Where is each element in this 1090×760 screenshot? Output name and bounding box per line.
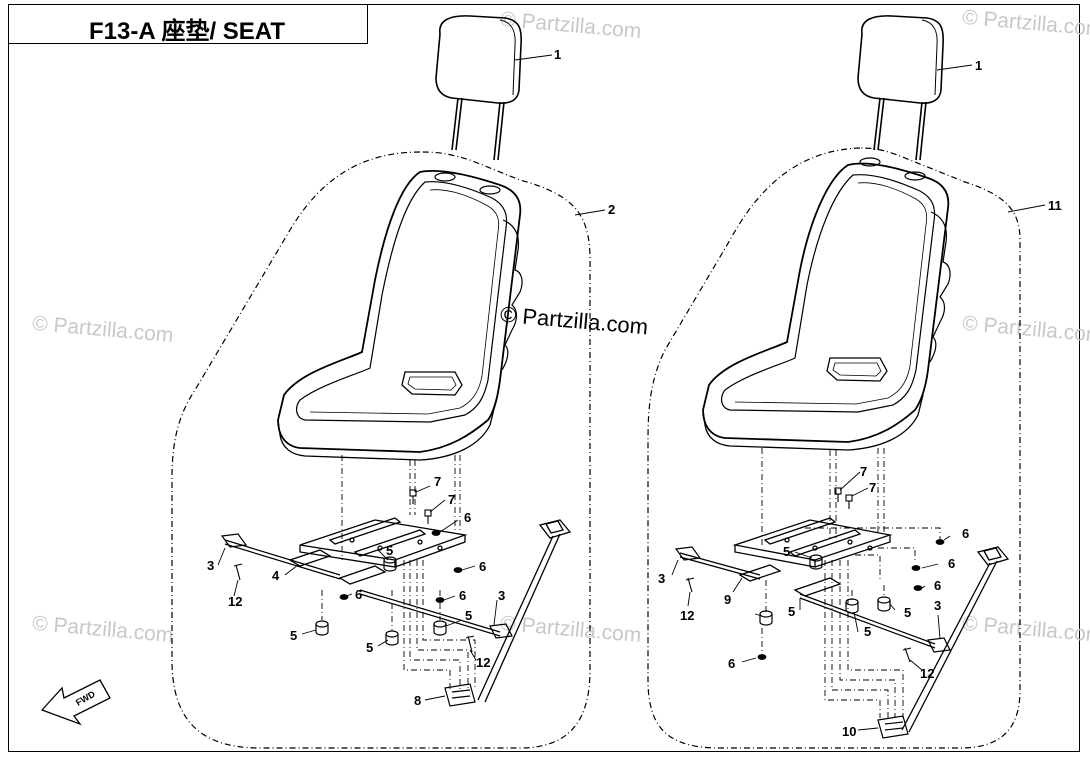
callout-9: 9 xyxy=(724,592,731,607)
callout-2: 2 xyxy=(608,202,615,217)
slide-rod xyxy=(220,533,513,639)
seat-shell xyxy=(277,169,523,461)
callout-8: 8 xyxy=(414,693,421,708)
screw xyxy=(685,577,912,663)
diagram-frame xyxy=(8,4,1080,752)
nut xyxy=(339,530,463,603)
callout-3: 3 xyxy=(934,598,941,613)
assembly-lines xyxy=(321,455,476,690)
callout-6: 6 xyxy=(355,587,362,602)
seat-shell xyxy=(702,157,951,451)
headrest xyxy=(435,15,523,161)
callout-6: 6 xyxy=(459,588,466,603)
bolt xyxy=(834,487,853,509)
callout-7: 7 xyxy=(434,474,441,489)
assembly-lines xyxy=(761,448,941,718)
callout-6: 6 xyxy=(479,559,486,574)
bushing xyxy=(315,556,447,646)
callout-7: 7 xyxy=(869,480,876,495)
screw xyxy=(233,563,475,653)
callout-7: 7 xyxy=(860,464,867,479)
callout-6: 6 xyxy=(464,510,471,525)
seat-assembly-boundary xyxy=(171,151,591,749)
callout-12: 12 xyxy=(228,594,242,609)
callout-5: 5 xyxy=(465,608,472,623)
callout-4: 4 xyxy=(272,568,280,583)
callout-6: 6 xyxy=(934,578,941,593)
callout-12: 12 xyxy=(920,666,934,681)
callout-leaders xyxy=(217,54,606,701)
callout-3: 3 xyxy=(207,558,214,573)
bushing xyxy=(759,554,891,626)
callout-6: 6 xyxy=(962,526,969,541)
callout-3: 3 xyxy=(658,571,665,586)
forward-arrow xyxy=(40,679,111,726)
title-box: F13-A 座垫/ SEAT xyxy=(8,4,368,45)
callout-5: 5 xyxy=(783,544,790,559)
seat-slide-bracket xyxy=(732,517,893,597)
diagram-title: F13-A 座垫/ SEAT xyxy=(89,18,286,45)
seat-belt-strap xyxy=(901,546,1010,733)
bolt xyxy=(409,489,432,524)
seat-slide-bracket xyxy=(288,517,468,585)
callout-5: 5 xyxy=(788,604,795,619)
slide-rod xyxy=(674,546,951,653)
callout-5: 5 xyxy=(864,624,871,639)
callout-1: 1 xyxy=(975,58,982,73)
buckle-assembly xyxy=(444,683,476,707)
callout-6: 6 xyxy=(948,556,955,571)
callout-12: 12 xyxy=(476,655,490,670)
callout-5: 5 xyxy=(386,543,393,558)
seat-assembly-boundary xyxy=(647,147,1021,749)
callout-5: 5 xyxy=(904,605,911,620)
callout-1: 1 xyxy=(554,47,561,62)
callout-10: 10 xyxy=(842,724,856,739)
callout-3: 3 xyxy=(498,588,505,603)
callout-11: 11 xyxy=(1048,198,1062,213)
seat-belt-strap xyxy=(477,519,572,703)
callout-leaders xyxy=(671,64,1046,731)
buckle-assembly xyxy=(877,715,909,739)
callout-7: 7 xyxy=(448,492,455,507)
headrest xyxy=(857,15,945,161)
callout-5: 5 xyxy=(366,640,373,655)
nut xyxy=(757,539,945,660)
callout-5: 5 xyxy=(290,628,297,643)
callout-6: 6 xyxy=(728,656,735,671)
callout-12: 12 xyxy=(680,608,694,623)
